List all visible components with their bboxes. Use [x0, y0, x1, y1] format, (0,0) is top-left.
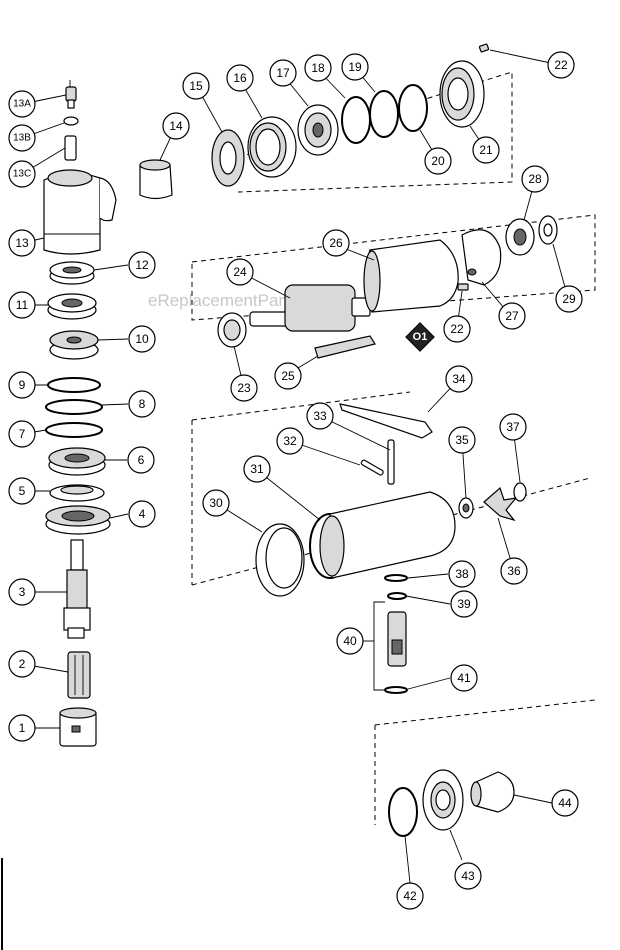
- callout-label: 2: [19, 657, 26, 671]
- callout-label: 41: [457, 671, 471, 685]
- callout-label: 12: [135, 258, 149, 272]
- callout-label: 22: [554, 58, 568, 72]
- callout-label: 9: [19, 378, 26, 392]
- callout-label: 28: [528, 172, 542, 186]
- callouts: 1 2 3 4 5 6 7 8 9 10 11 12 13 13A 13B 13…: [8, 51, 583, 910]
- callout-label: 21: [479, 143, 493, 157]
- callout-label: 20: [431, 154, 445, 168]
- callout-label: 25: [281, 369, 295, 383]
- callout-label: 30: [209, 496, 223, 510]
- callout-label: 39: [457, 597, 471, 611]
- callout-label: 5: [19, 484, 26, 498]
- callout-label: 6: [138, 453, 145, 467]
- top-group-parts: [139, 43, 490, 200]
- callout-label: 10: [135, 332, 149, 346]
- middle-group-parts: O1: [217, 215, 558, 359]
- callout-label: 38: [455, 567, 469, 581]
- callout-label: 42: [403, 889, 417, 903]
- callout-label: 1: [19, 721, 26, 735]
- callout-label: 44: [558, 796, 572, 810]
- callout-label: 22: [450, 322, 464, 336]
- callout-label: 3: [19, 585, 26, 599]
- callout-label: 26: [329, 236, 343, 250]
- callout-label: 40: [343, 634, 357, 648]
- callout-label: 7: [19, 427, 26, 441]
- badge-o1: O1: [413, 331, 428, 343]
- callout-label: 33: [313, 409, 327, 423]
- callout-label: 35: [455, 433, 469, 447]
- callout-label: 27: [505, 309, 519, 323]
- callout-label: 13C: [13, 169, 31, 180]
- callout-label: 11: [16, 298, 29, 312]
- callout-label: 29: [562, 292, 576, 306]
- callout-label: 18: [311, 61, 325, 75]
- callout-label: 13: [15, 236, 29, 250]
- callout-label: 15: [189, 79, 203, 93]
- callout-label: 4: [139, 507, 146, 521]
- callout-label: 17: [276, 66, 290, 80]
- callout-label: 13A: [13, 99, 31, 110]
- callout-label: 36: [507, 564, 521, 578]
- callout-label: 37: [506, 420, 520, 434]
- callout-label: 43: [461, 869, 475, 883]
- callout-label: 13B: [13, 133, 31, 144]
- callout-label: 31: [250, 462, 264, 476]
- callout-label: 8: [139, 397, 146, 411]
- lower-group-parts: [255, 403, 527, 694]
- callout-label: 32: [283, 434, 297, 448]
- callout-label: 23: [237, 381, 251, 395]
- callout-label: 14: [169, 119, 183, 133]
- callout-label: 34: [452, 372, 466, 386]
- callout-label: 19: [348, 60, 362, 74]
- callout-label: 24: [233, 265, 247, 279]
- callout-label: 16: [233, 71, 247, 85]
- bottom-right-parts: [388, 769, 515, 837]
- left-column-parts: [43, 86, 117, 747]
